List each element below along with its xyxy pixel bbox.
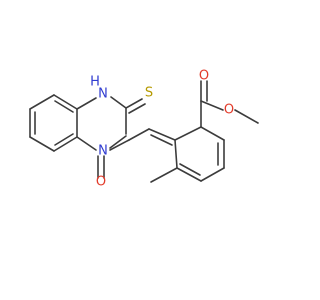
bond [200,100,224,111]
bond [53,136,78,152]
bond [176,167,202,182]
bond [174,126,202,141]
bond [125,98,143,109]
ester-ether-oxygen-label: O [224,103,234,118]
bond [53,94,78,110]
ester-carbonyl-oxygen-label: O [199,69,209,84]
bond [128,103,146,114]
bond [200,126,225,141]
bond [29,94,55,110]
sulfur-label: S [145,86,153,101]
molecule-diagram: H N S N O O O [29,69,259,190]
bond [109,139,130,151]
bond [150,134,173,146]
bond [179,163,201,176]
nh-hydrogen-label: H [90,75,100,90]
bond [128,128,150,141]
bond [110,96,127,109]
bond [54,100,74,113]
bond-group [29,80,259,183]
bond [109,135,127,149]
bond [54,133,74,146]
bond [174,139,178,169]
bond [148,128,176,141]
bond [200,167,225,182]
bond [76,97,97,110]
nitrogen-3-label: N [98,144,108,159]
bond [150,167,178,183]
bond [29,136,55,152]
ketone-oxygen-label: O [96,175,106,190]
bond [76,136,97,151]
bond [234,109,259,124]
nitrogen-1-label: N [98,87,108,102]
